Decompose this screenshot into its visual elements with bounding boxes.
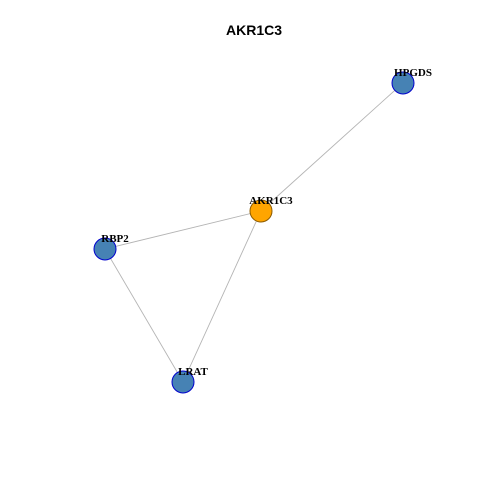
node-lrat[interactable]: LRAT bbox=[171, 366, 209, 394]
node-rbp2[interactable]: RBP2 bbox=[93, 233, 129, 261]
node-circle bbox=[391, 71, 415, 95]
node-label: RBP2 bbox=[101, 233, 129, 245]
node-circle bbox=[93, 237, 117, 261]
node-circle bbox=[249, 199, 273, 223]
node-circle bbox=[171, 370, 195, 394]
node-label: AKR1C3 bbox=[249, 195, 293, 207]
edge-layer bbox=[104, 82, 404, 383]
node-hpgds[interactable]: HPGDS bbox=[391, 67, 432, 95]
edge-akr1c3-lrat bbox=[182, 210, 262, 383]
node-akr1c3[interactable]: AKR1C3 bbox=[249, 195, 293, 223]
edge-akr1c3-rbp2 bbox=[104, 210, 262, 250]
edge-akr1c3-hpgds bbox=[260, 82, 404, 212]
node-label: HPGDS bbox=[394, 67, 432, 79]
node-label: LRAT bbox=[178, 366, 208, 378]
diagram-title: AKR1C3 bbox=[226, 22, 282, 38]
edge-rbp2-lrat bbox=[104, 248, 184, 383]
